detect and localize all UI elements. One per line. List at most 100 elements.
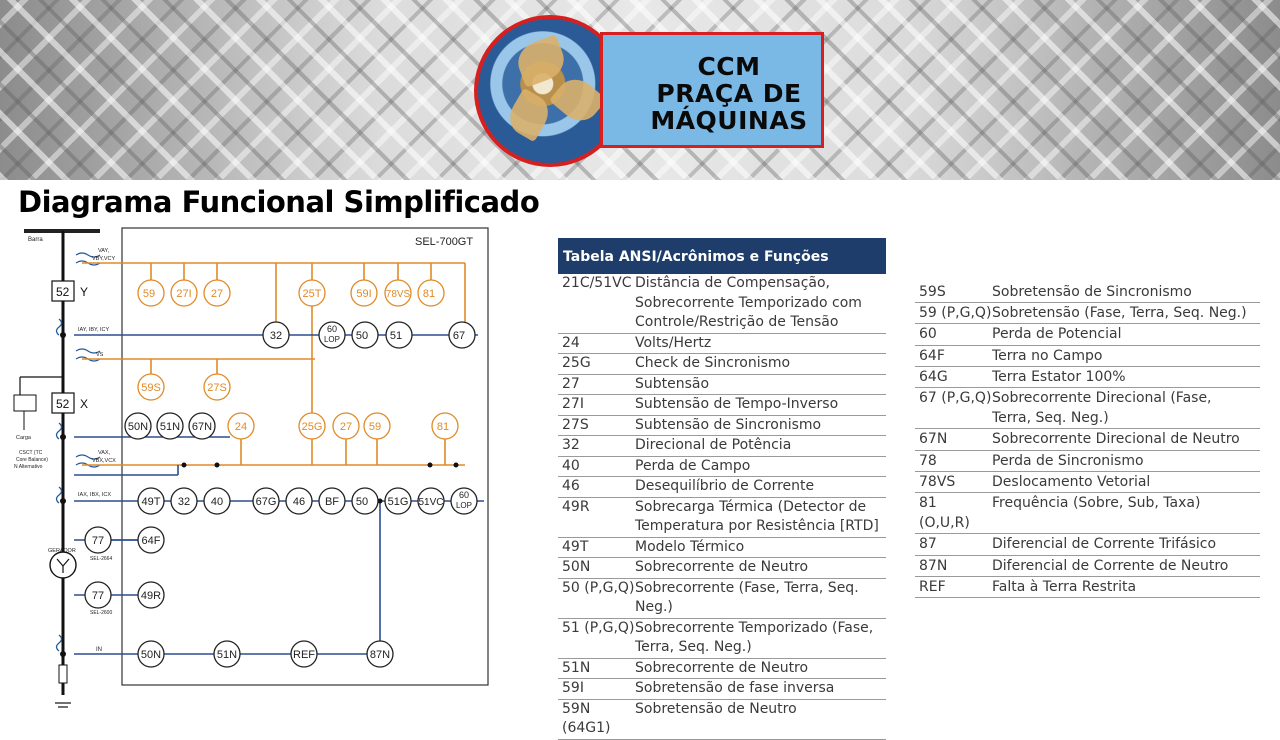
svg-text:REF: REF (293, 649, 315, 661)
table-row: 40 Perda de Campo (558, 457, 886, 477)
row-code: 25G (562, 355, 591, 371)
svg-text:GERADOR: GERADOR (48, 548, 76, 554)
element-87n: 87N (366, 640, 394, 668)
row-code: 46 (562, 478, 580, 494)
svg-text:25G: 25G (302, 421, 323, 433)
table-row: 81 (O,U,R)Frequência (Sobre, Sub, Taxa) (915, 493, 1260, 535)
svg-text:Carga: Carga (16, 435, 32, 441)
svg-text:VBX,VCX: VBX,VCX (92, 458, 116, 464)
row-code: 64G (919, 368, 948, 385)
svg-text:64F: 64F (142, 535, 161, 547)
table-row: 25G Check de Sincronismo (558, 354, 886, 375)
svg-text:78VS: 78VS (386, 289, 411, 300)
svg-text:IAY, IBY, ICY: IAY, IBY, ICY (78, 327, 110, 333)
row-code: 64F (919, 347, 945, 364)
row-code: 27I (562, 396, 584, 412)
svg-text:25T: 25T (303, 288, 322, 300)
row-code: 50N (562, 559, 591, 575)
row-code: 50 (P,G,Q) (562, 579, 635, 596)
breaker-52y (51, 280, 75, 302)
row-code: 40 (562, 457, 580, 474)
svg-text:51: 51 (390, 330, 402, 342)
svg-text:IAX, IBX, ICX: IAX, IBX, ICX (78, 492, 111, 498)
row-code: 59N (64G1) (562, 700, 611, 737)
logo-line-1: CCM (697, 52, 761, 81)
svg-text:27I: 27I (176, 288, 191, 300)
row-code: 49R (562, 498, 590, 515)
row-code: 27S (562, 416, 589, 433)
svg-text:32: 32 (270, 330, 282, 342)
row-description: Check de Sincronismo (635, 355, 791, 371)
element-bf: BF (318, 487, 346, 515)
relay-frame (121, 227, 489, 686)
row-description: Perda de Potencial (992, 326, 1122, 343)
table-row: 27I Subtensão de Tempo-Inverso (558, 395, 886, 416)
table-row: 67 (P,G,Q)Sobrecorrente Direcional (Fase… (915, 388, 1260, 430)
row-description: Modelo Térmico (635, 538, 745, 555)
svg-text:Y: Y (80, 285, 88, 299)
row-description: Frequência (Sobre, Sub, Taxa) (992, 495, 1201, 512)
row-code: 51N (562, 659, 591, 676)
svg-text:50N: 50N (141, 649, 161, 661)
element-59s: 59S (137, 373, 165, 401)
element-77b: 77 (84, 581, 112, 609)
row-description: Perda de Sincronismo (992, 452, 1144, 469)
svg-text:46: 46 (293, 496, 305, 508)
svg-text:59: 59 (369, 421, 381, 433)
ansi-table: Tabela ANSI/Acrônimos e Funções 21C/51VC… (558, 238, 886, 740)
svg-text:SEL-2600: SEL-2600 (90, 610, 112, 616)
svg-text:40: 40 (211, 496, 223, 508)
element-ref: REF (290, 640, 318, 668)
svg-text:87N: 87N (370, 649, 390, 661)
row-code: 59 (P,G,Q) (919, 305, 992, 322)
row-code: 51 (P,G,Q) (562, 619, 635, 636)
svg-text:52: 52 (56, 285, 70, 299)
svg-text:81: 81 (423, 288, 435, 300)
svg-text:LOP: LOP (456, 501, 472, 510)
element-49t: 49T (137, 487, 165, 515)
row-description: Sobrecorrente (Fase, Terra, Seq. Neg.) (635, 579, 859, 616)
svg-text:49R: 49R (141, 590, 161, 602)
element-59i-top: 59I (350, 279, 378, 307)
svg-text:VAX,: VAX, (98, 450, 111, 456)
element-78vs: 78VS (384, 279, 412, 307)
element-40: 40 (203, 487, 231, 515)
row-description: Subtensão de Tempo-Inverso (635, 396, 839, 412)
row-code: 60 (919, 326, 937, 343)
row-description: Perda de Campo (635, 457, 751, 474)
row-code: 32 (562, 437, 580, 453)
row-description: Sobrecorrente Temporizado (Fase, Terra, … (635, 619, 874, 656)
svg-text:50: 50 (356, 330, 368, 342)
row-code: 78VS (919, 473, 956, 490)
row-code: 21C/51VC (562, 275, 632, 291)
functional-diagram: SEL-700GT Barra 52 Y 52 X Carga CSCT (TC… (13, 227, 489, 708)
svg-text:24: 24 (235, 421, 247, 433)
element-49r: 49R (137, 581, 165, 609)
element-50n-bot: 50N (137, 640, 165, 668)
row-description: Falta à Terra Restrita (992, 578, 1137, 595)
row-description: Sobrecorrente de Neutro (635, 559, 809, 575)
element-59-mid: 59 (363, 412, 391, 440)
svg-text:59I: 59I (356, 288, 371, 300)
element-67n: 67N (188, 412, 216, 440)
svg-text:N Alternativo: N Alternativo (14, 464, 43, 470)
svg-text:VAY,: VAY, (98, 248, 109, 254)
table-row: 46 Desequilíbrio de Corrente (558, 477, 886, 498)
svg-text:60: 60 (327, 324, 337, 334)
svg-text:51G: 51G (388, 496, 409, 508)
table-row: 50N Sobrecorrente de Neutro (558, 558, 886, 579)
row-description: Sobretensão de Sincronismo (992, 284, 1192, 300)
row-description: Terra Estator 100% (992, 368, 1126, 385)
svg-text:67: 67 (453, 330, 465, 342)
svg-text:59: 59 (143, 288, 155, 300)
logo-line-3: MÁQUINAS (650, 106, 808, 135)
row-description: Diferencial de Corrente de Neutro (992, 557, 1229, 574)
row-description: Desequilíbrio de Corrente (635, 478, 815, 494)
